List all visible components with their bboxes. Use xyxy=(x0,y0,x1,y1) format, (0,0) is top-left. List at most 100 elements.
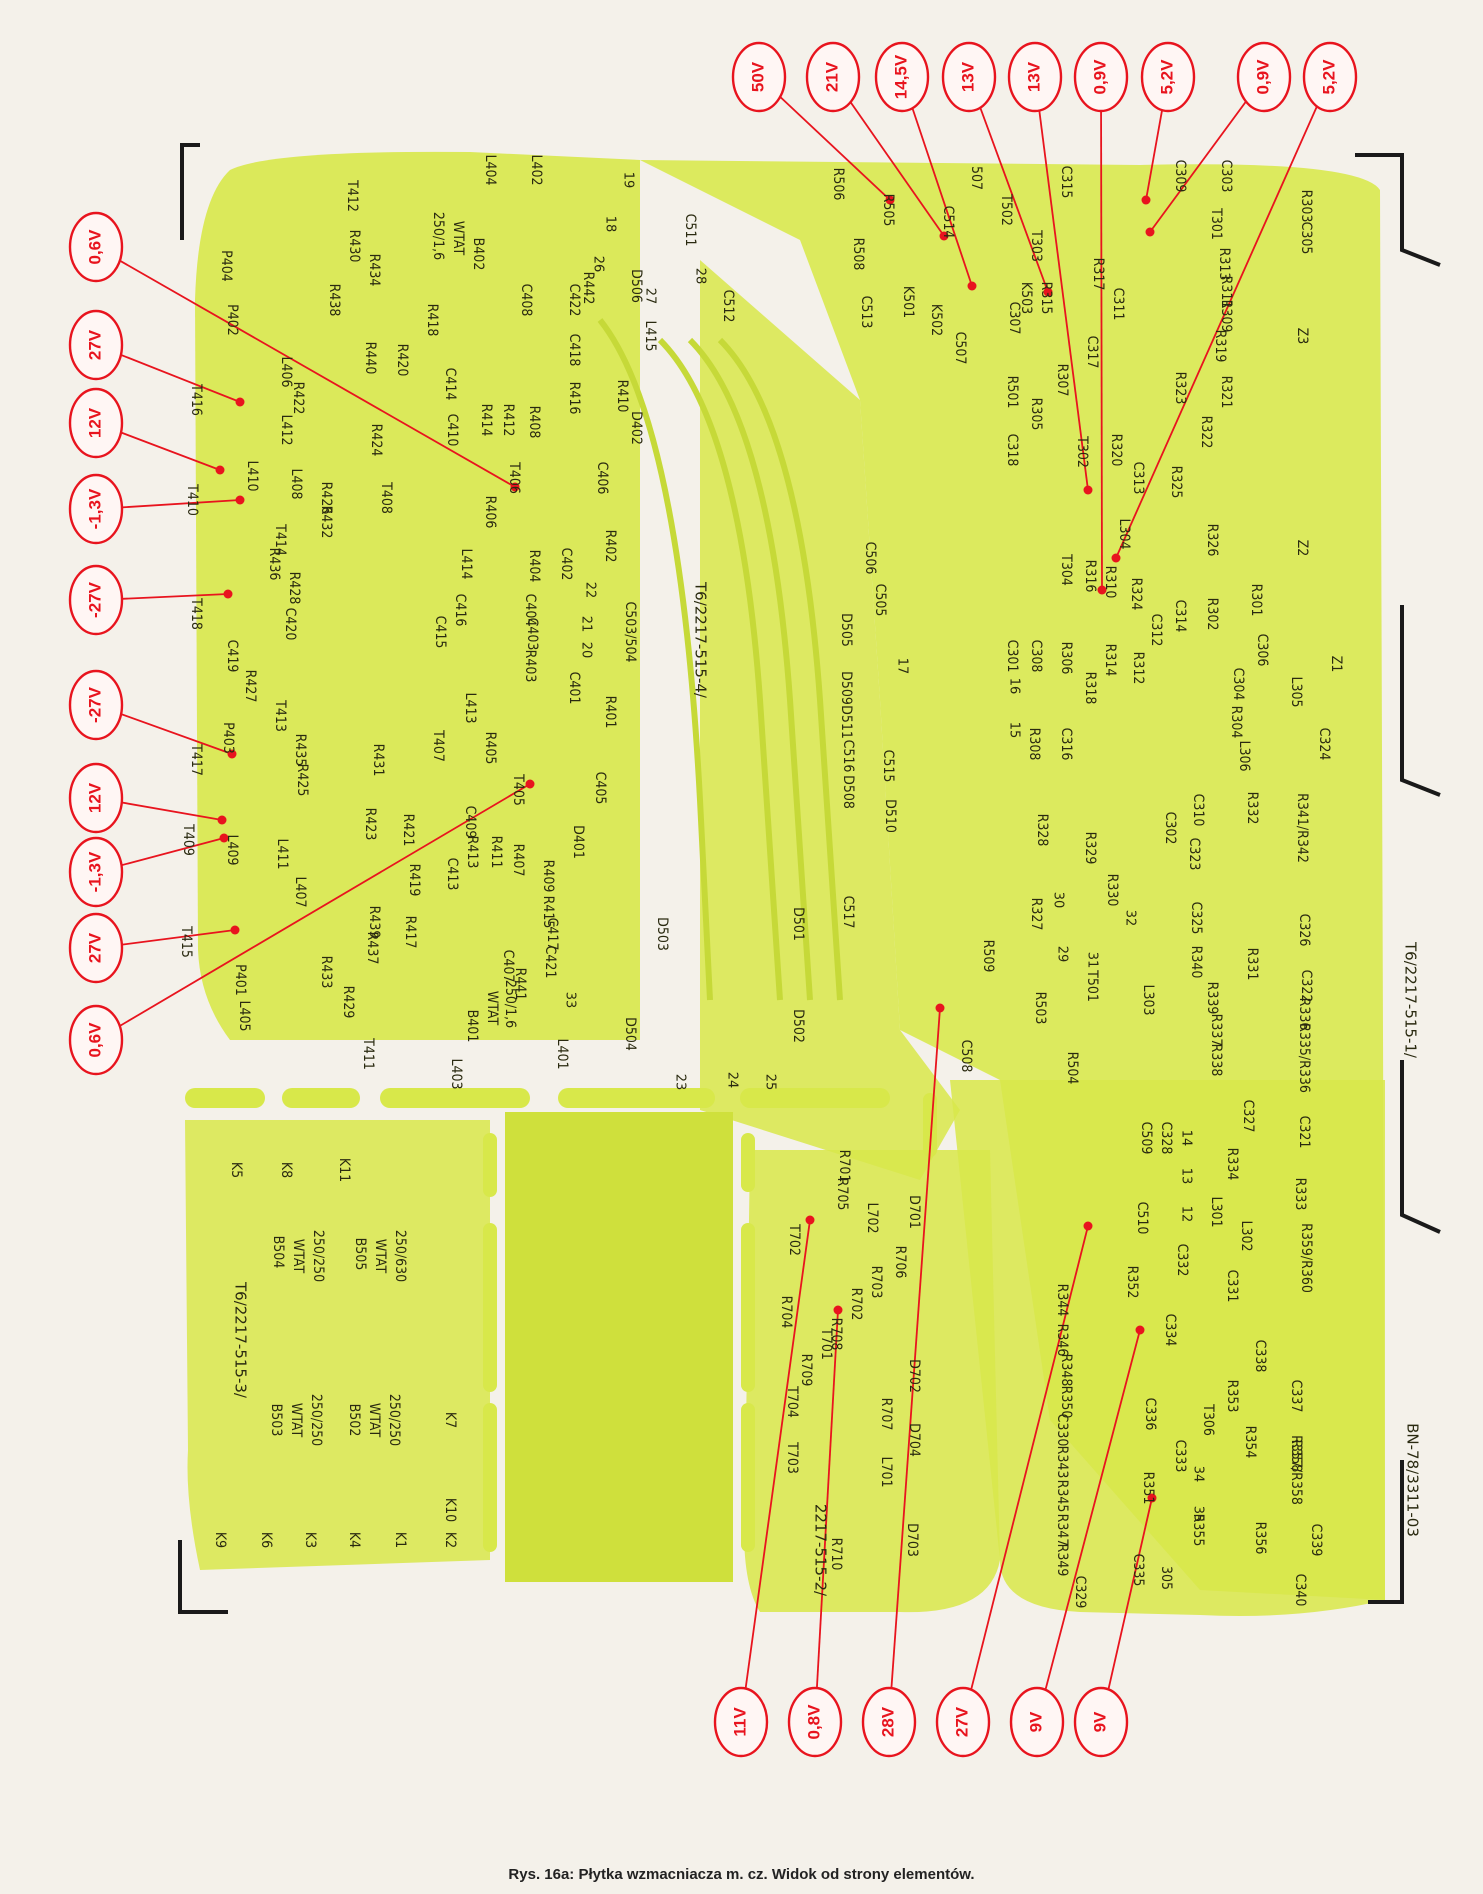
component-label: R317 xyxy=(1090,258,1106,291)
probe-ring xyxy=(68,211,124,283)
component-label: T703 xyxy=(784,1441,800,1474)
probe-dot xyxy=(217,815,227,825)
probe-ring xyxy=(787,1686,843,1758)
probe-voltage-label: 13V xyxy=(1024,61,1043,92)
voltage-probe: -1,3V xyxy=(68,833,229,908)
component-label: R306 xyxy=(1058,642,1074,675)
component-label: D506 xyxy=(628,269,644,303)
pad-number: 17 xyxy=(895,658,910,675)
probe-dot xyxy=(1141,195,1151,205)
component-label: C322 xyxy=(1298,970,1314,1003)
component-label: C507 xyxy=(952,332,968,365)
component-label: L701 xyxy=(878,1456,894,1487)
component-label: R315 xyxy=(1038,282,1054,315)
component-label: C508 xyxy=(958,1040,974,1073)
pad-number: 35 xyxy=(1191,1506,1206,1523)
component-label: C313 xyxy=(1130,462,1146,495)
component-label: D509 xyxy=(838,671,854,705)
probe-leader-line xyxy=(888,1007,941,1723)
component-label: Z1 xyxy=(1328,656,1344,673)
component-label: R406 xyxy=(482,496,498,529)
pad-number: 20 xyxy=(579,642,594,659)
component-label: C308 xyxy=(1028,640,1044,673)
voltage-probe: 0,6V xyxy=(68,211,520,492)
component-label: R359/R360 xyxy=(1298,1223,1314,1293)
probe-ring xyxy=(1236,41,1292,113)
component-label: R402 xyxy=(602,530,618,563)
board-code: T6/2217-515-1/ xyxy=(1402,941,1420,1059)
copper-trace xyxy=(657,337,783,1001)
component-label: R440 xyxy=(362,342,378,375)
component-label: K1 xyxy=(392,1532,408,1548)
component-label: B503 xyxy=(268,1404,284,1437)
component-label: C509 xyxy=(1138,1122,1154,1155)
component-label: D701 xyxy=(906,1195,922,1229)
component-label: D501 xyxy=(790,907,806,941)
component-label: K3 xyxy=(302,1532,318,1548)
probe-voltage-label: 0,8V xyxy=(804,1704,823,1740)
component-label: C330 xyxy=(1054,1414,1070,1447)
component-label: D702 xyxy=(906,1359,922,1393)
component-label: C323 xyxy=(1186,838,1202,871)
component-label: Z3 xyxy=(1294,328,1310,345)
component-label: R358 xyxy=(1288,1440,1304,1473)
pad-number: 23 xyxy=(673,1074,688,1091)
component-label: K4 xyxy=(346,1532,362,1548)
component-label: T414 xyxy=(272,523,288,556)
component-label: K2 xyxy=(442,1532,458,1548)
component-label: B505 xyxy=(352,1238,368,1271)
component-label: L305 xyxy=(1288,676,1304,707)
probe-dot xyxy=(223,589,233,599)
voltage-probe: 28V xyxy=(861,1003,945,1758)
component-label: R302 xyxy=(1204,598,1220,631)
component-label: C409 xyxy=(462,806,478,839)
component-label: R348 xyxy=(1058,1354,1074,1387)
probe-dot xyxy=(935,1003,945,1013)
component-label: L304 xyxy=(1116,518,1132,549)
component-label: K6 xyxy=(258,1532,274,1548)
component-label: T702 xyxy=(786,1223,802,1256)
probe-ring xyxy=(713,1686,769,1758)
component-label: R320 xyxy=(1108,434,1124,467)
component-label: R709 xyxy=(798,1354,814,1387)
component-label: R411 xyxy=(488,836,504,869)
component-label: R314 xyxy=(1102,644,1118,677)
component-label: K9 xyxy=(212,1532,228,1548)
component-label: R301 xyxy=(1248,584,1264,617)
component-label: R505 xyxy=(880,194,896,227)
component-label: T408 xyxy=(378,481,394,514)
probe-voltage-label: 9V xyxy=(1090,1711,1109,1732)
component-label: R427 xyxy=(242,670,258,703)
component-label: C405 xyxy=(592,772,608,805)
component-label: C422 xyxy=(566,284,582,317)
component-label: C404 xyxy=(522,594,538,627)
component-label: L401 xyxy=(554,1038,570,1069)
component-label: R415 xyxy=(540,896,556,929)
component-label: C410 xyxy=(444,414,460,447)
component-label: T502 xyxy=(998,193,1014,226)
component-label: R341/R342 xyxy=(1294,793,1310,863)
component-label: R436 xyxy=(266,548,282,581)
probe-leader-line xyxy=(1034,76,1089,491)
component-label: K5 xyxy=(228,1162,244,1178)
component-label: R504 xyxy=(1064,1052,1080,1085)
voltage-probe: 27V xyxy=(68,912,240,984)
component-label: R322 xyxy=(1198,416,1214,449)
figure-caption: Rys. 16a: Płytka wzmacniacza m. cz. Wido… xyxy=(508,1866,975,1883)
probe-dot xyxy=(1147,1493,1157,1503)
corner-mark-bottom-left xyxy=(178,1540,228,1614)
pad-number: 33 xyxy=(563,992,578,1009)
edge-mark-right xyxy=(1400,1060,1441,1234)
probe-ring xyxy=(68,669,124,741)
copper-area-upper-left xyxy=(195,151,640,1040)
component-label: K8 xyxy=(278,1162,294,1178)
probe-voltage-label: 5,2V xyxy=(1319,59,1338,95)
component-label: C505 xyxy=(872,584,888,617)
component-label: C329 xyxy=(1072,1576,1088,1609)
pad-number: 25 xyxy=(763,1074,778,1091)
probe-voltage-label: 13V xyxy=(958,61,977,92)
component-label: L412 xyxy=(278,414,294,445)
probe-dot xyxy=(1097,585,1107,595)
copper-ground-block xyxy=(505,1112,733,1582)
probe-voltage-label: 12V xyxy=(85,407,104,438)
